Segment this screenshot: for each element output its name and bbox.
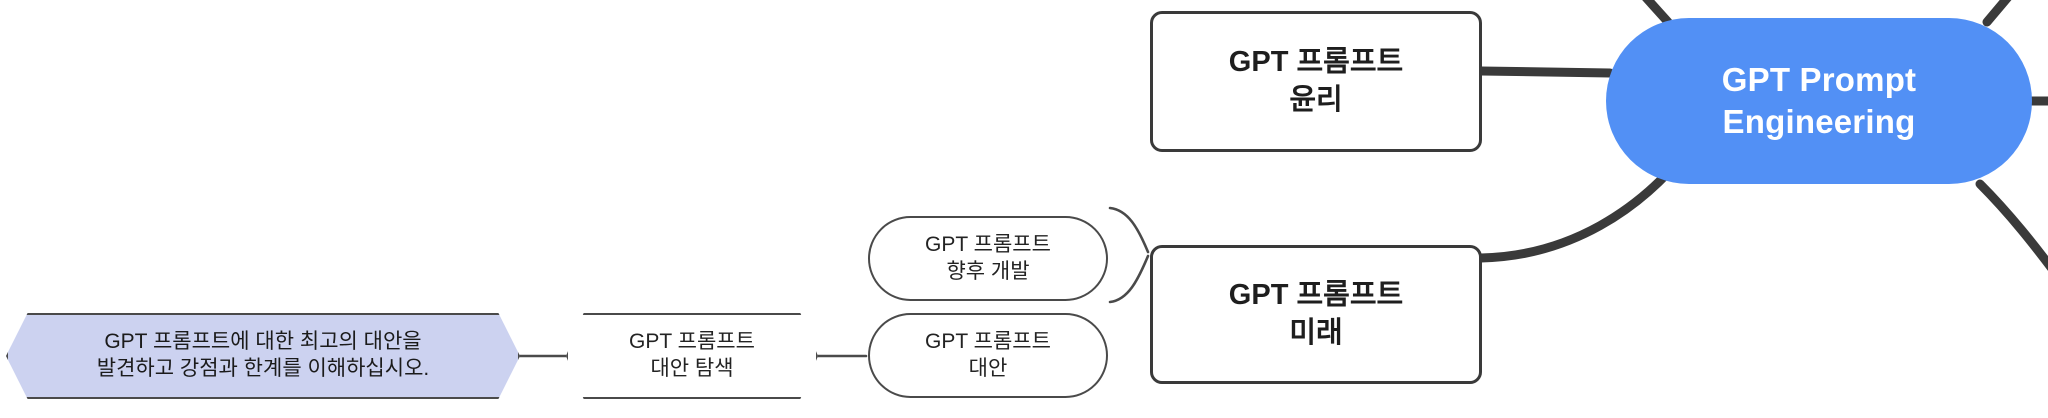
- node-gpt-prompt-alternatives-detail[interactable]: GPT 프롬프트에 대한 최고의 대안을 발견하고 강점과 한계를 이해하십시오…: [6, 313, 520, 399]
- node-gpt-prompt-alternatives-label: GPT 프롬프트 대안: [925, 329, 1051, 380]
- node-gpt-prompt-future[interactable]: GPT 프롬프트 미래: [1150, 245, 1482, 384]
- node-gpt-prompt-alternatives-exploration-label: GPT 프롬프트 대안 탐색: [629, 330, 755, 380]
- node-gpt-prompt-future-development-label: GPT 프롬프트 향후 개발: [925, 232, 1051, 283]
- node-gpt-prompt-future-development[interactable]: GPT 프롬프트 향후 개발: [868, 216, 1108, 301]
- node-gpt-prompt-future-label: GPT 프롬프트 미래: [1228, 279, 1404, 349]
- node-root-label: GPT Prompt Engineering: [1721, 60, 1917, 140]
- edge-root-stub-bottom-right: [1975, 179, 2048, 271]
- edge-alternatives-to-future: [1108, 254, 1150, 304]
- node-gpt-prompt-ethics[interactable]: GPT 프롬프트 윤리: [1150, 11, 1482, 152]
- node-gpt-prompt-alternatives-exploration[interactable]: GPT 프롬프트 대안 탐색: [566, 313, 818, 399]
- edge-root-stub-top-left: [1642, 0, 1673, 27]
- node-gpt-prompt-alternatives[interactable]: GPT 프롬프트 대안: [868, 313, 1108, 398]
- node-gpt-prompt-alternatives-detail-label: GPT 프롬프트에 대한 최고의 대안을 발견하고 강점과 한계를 이해하십시오…: [96, 330, 430, 380]
- node-root[interactable]: GPT Prompt Engineering: [1606, 18, 2032, 184]
- edge-ethics-to-root: [1476, 66, 1615, 78]
- edge-root-stub-top-right: [1982, 0, 2012, 27]
- node-gpt-prompt-ethics-label: GPT 프롬프트 윤리: [1228, 46, 1404, 116]
- edge-futuredev-to-future: [1108, 206, 1150, 254]
